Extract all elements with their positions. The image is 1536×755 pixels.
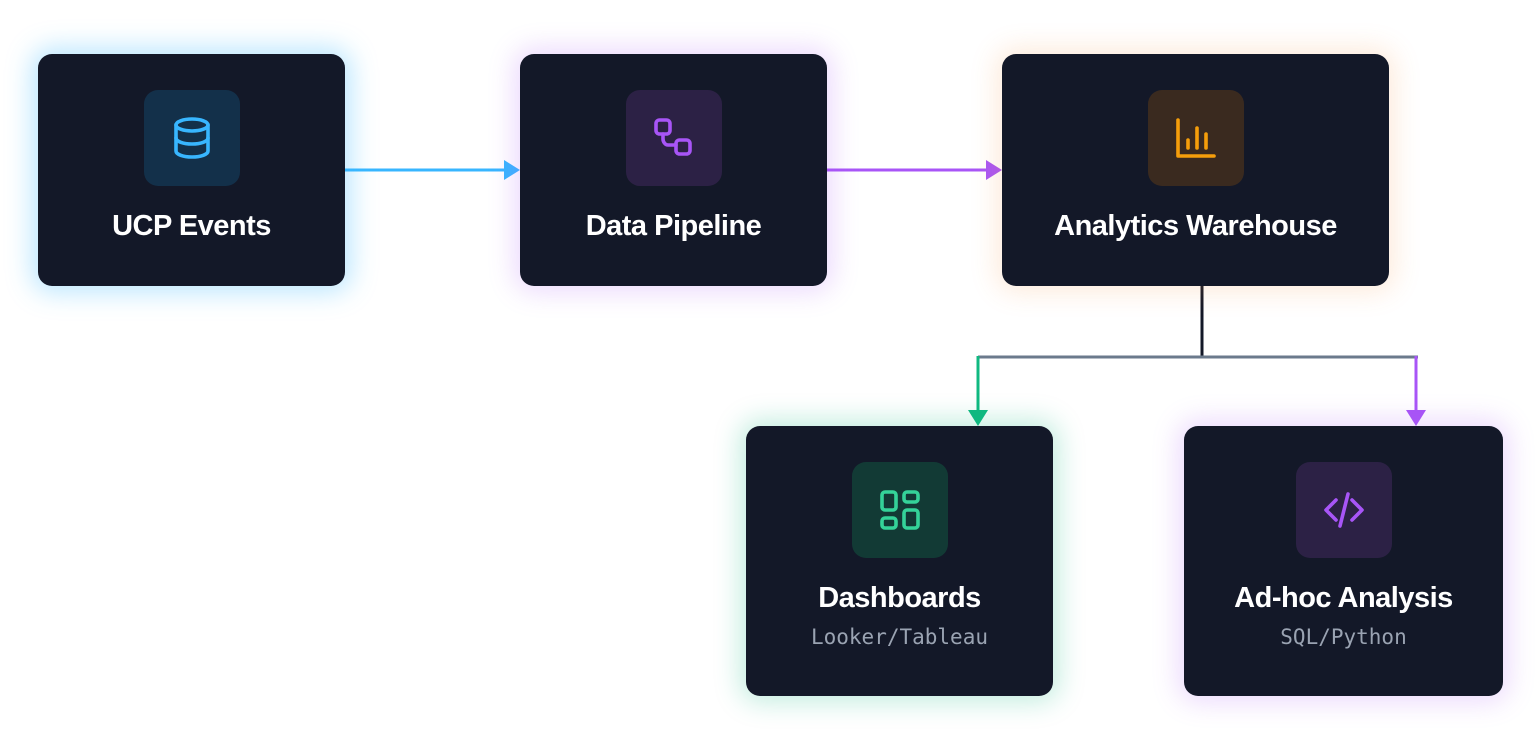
node-icon-box — [1295, 462, 1392, 558]
node-dashboards[interactable]: Dashboards Looker/Tableau — [746, 426, 1053, 696]
database-icon — [173, 117, 210, 159]
node-title: UCP Events — [112, 210, 271, 242]
node-analytics-warehouse[interactable]: Analytics Warehouse — [1002, 54, 1389, 286]
arrowhead-pipeline — [504, 160, 520, 180]
layout-grid-icon — [879, 490, 920, 530]
node-icon-box — [1147, 90, 1244, 186]
arrowhead-adhoc — [1406, 410, 1426, 426]
node-title: Dashboards — [818, 582, 981, 614]
bar-chart-icon — [1175, 118, 1216, 158]
arrowhead-dashboards — [968, 410, 988, 426]
code-icon — [1323, 492, 1364, 528]
arrowhead-warehouse — [986, 160, 1002, 180]
node-subtitle: SQL/Python — [1280, 625, 1407, 649]
node-title: Analytics Warehouse — [1054, 210, 1337, 242]
workflow-icon — [653, 118, 692, 156]
node-icon-box — [851, 462, 948, 558]
node-icon-box — [143, 90, 240, 186]
node-title: Data Pipeline — [585, 210, 762, 242]
node-data-pipeline[interactable]: Data Pipeline — [520, 54, 827, 286]
node-subtitle: Looker/Tableau — [810, 625, 988, 649]
node-ucp-events[interactable]: UCP Events — [38, 54, 345, 286]
node-title: Ad-hoc Analysis — [1234, 582, 1453, 614]
node-icon-box — [625, 90, 722, 186]
node-adhoc-analysis[interactable]: Ad-hoc Analysis SQL/Python — [1184, 426, 1503, 696]
